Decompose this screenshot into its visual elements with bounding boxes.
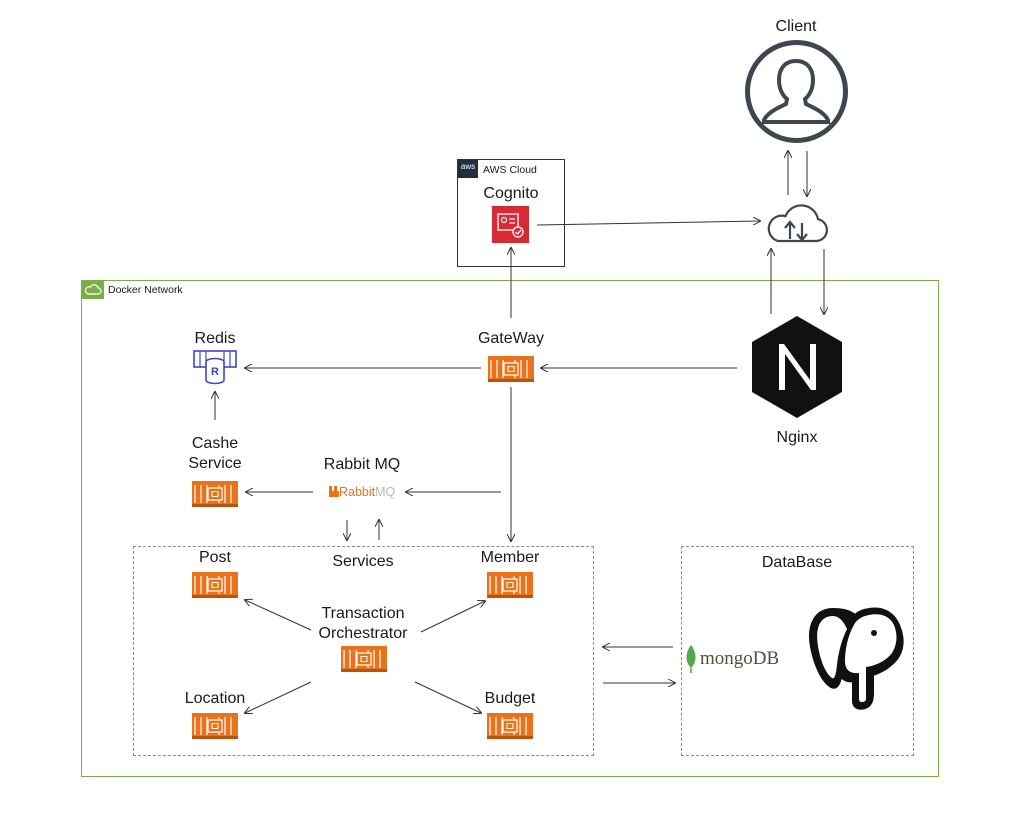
aws-cloud-title: AWS Cloud (483, 164, 537, 176)
arrow-cognito-to-cloud (536, 221, 760, 226)
services-group (133, 546, 594, 756)
rabbit-icon (329, 486, 339, 497)
gateway-service-icon (488, 356, 534, 382)
budget-service-icon (487, 713, 533, 739)
docker-network-title: Docker Network (108, 284, 183, 296)
database-title: DataBase (761, 554, 833, 571)
postgresql-logo-icon (803, 603, 907, 711)
arrow-orchestrator-to-budget (414, 681, 481, 713)
cache-service-label-line2: Service (188, 455, 242, 472)
location-label: Location (184, 690, 246, 707)
cognito-label: Cognito (483, 185, 539, 202)
user-icon (744, 39, 849, 144)
client-label: Client (775, 18, 817, 35)
arrow-orchestrator-to-member (420, 601, 485, 633)
nginx-logo-icon (749, 314, 845, 420)
redis-glyph: R (211, 366, 219, 378)
docker-cloud-icon (82, 281, 104, 299)
orchestrator-label-line1: Transaction (321, 605, 405, 622)
orchestrator-service-icon (341, 646, 387, 672)
cache-service-icon (192, 481, 238, 507)
docker-network-boundary (81, 280, 939, 777)
location-service-icon (192, 713, 238, 739)
database-group (681, 546, 914, 756)
orchestrator-label-line2: Orchestrator (318, 625, 408, 642)
arrow-orchestrator-to-location (245, 681, 312, 713)
cognito-icon (492, 206, 529, 243)
nginx-label: Nginx (776, 429, 818, 446)
budget-label: Budget (484, 690, 536, 707)
mongodb-logo-text: mongoDB (700, 648, 780, 669)
member-label: Member (480, 549, 540, 566)
rabbitmq-label: Rabbit MQ (323, 456, 401, 473)
arrow-orchestrator-to-post (245, 600, 312, 631)
internet-cloud-icon (764, 201, 830, 247)
post-label: Post (198, 549, 231, 566)
redis-icon: R (193, 350, 237, 386)
post-service-icon (192, 572, 238, 598)
rabbitmq-logo-text-b: MQ (375, 485, 396, 499)
aws-logo-text: aws (460, 162, 476, 171)
rabbitmq-logo: RabbitMQ (329, 484, 409, 500)
gateway-label: GateWay (477, 330, 545, 347)
mongodb-leaf-icon (686, 645, 696, 673)
services-title: Services (332, 553, 394, 570)
member-service-icon (487, 572, 533, 598)
cache-service-label-line1: Cashe (191, 435, 239, 452)
mongodb-logo: mongoDB (684, 644, 794, 676)
aws-logo-icon: aws (458, 160, 478, 178)
rabbitmq-logo-text-a: Rabbit (339, 485, 376, 499)
redis-label: Redis (194, 330, 236, 347)
